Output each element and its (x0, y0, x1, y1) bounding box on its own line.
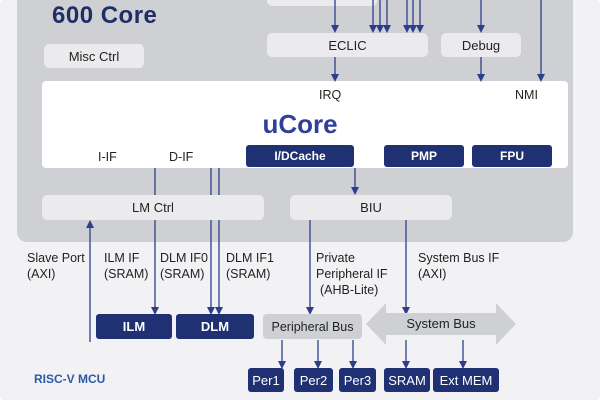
dlm-if0-label: DLM IF0 (SRAM) (160, 250, 208, 282)
system-bus-if-label: System Bus IF (AXI) (418, 250, 499, 282)
dlm-if1-line2: (SRAM) (226, 267, 271, 281)
misc-ctrl-box: Misc Ctrl (44, 44, 144, 68)
biu-box: BIU (290, 195, 452, 220)
private-line1: Private (316, 251, 355, 265)
pmp-block: PMP (384, 145, 464, 167)
ilm-if-line2: (SRAM) (104, 267, 149, 281)
dlm-block: DLM (176, 314, 254, 339)
slave-port-line2: (AXI) (27, 267, 56, 281)
dlm-if1-line1: DLM IF1 (226, 251, 274, 265)
slave-port-line1: Slave Port (27, 251, 85, 265)
ext-mem-block: Ext MEM (433, 368, 499, 392)
system-bus-arrow (366, 303, 516, 345)
nmi-label: NMI (515, 88, 538, 102)
private-line3: (AHB-Lite) (320, 283, 379, 297)
ucore-title: uCore (262, 109, 338, 139)
debug-box: Debug (441, 33, 521, 57)
peripheral-bus-box: Peripheral Bus (263, 314, 362, 339)
riscv-mcu-label: RISC-V MCU (34, 372, 106, 386)
i-if-label: I-IF (98, 150, 117, 164)
eclic-box: ECLIC (267, 33, 428, 57)
private-peripheral-label: Private Peripheral IF (AHB-Lite) (316, 250, 388, 298)
top-cut-box (267, 0, 377, 6)
irq-label: IRQ (319, 88, 342, 102)
per1-block: Per1 (248, 368, 284, 392)
lm-ctrl-box: LM Ctrl (42, 195, 264, 220)
per3-block: Per3 (339, 368, 376, 392)
private-line2: Peripheral IF (316, 267, 388, 281)
idcache-block: I/DCache (246, 145, 354, 167)
system-bus-label: System Bus (406, 316, 476, 331)
ilm-block: ILM (96, 314, 172, 339)
per2-block: Per2 (294, 368, 333, 392)
sram-block: SRAM (384, 368, 430, 392)
ilm-if-line1: ILM IF (104, 251, 140, 265)
d-if-label: D-IF (169, 150, 194, 164)
system-bus-if-line2: (AXI) (418, 267, 447, 281)
slave-port-label: Slave Port (AXI) (27, 250, 85, 282)
ilm-if-label: ILM IF (SRAM) (104, 250, 148, 282)
dlm-if0-line1: DLM IF0 (160, 251, 208, 265)
system-bus-if-line1: System Bus IF (418, 251, 500, 265)
fpu-block: FPU (472, 145, 552, 167)
dlm-if1-label: DLM IF1 (SRAM) (226, 250, 274, 282)
dlm-if0-line2: (SRAM) (160, 267, 205, 281)
core-title: 600 Core (52, 2, 158, 29)
